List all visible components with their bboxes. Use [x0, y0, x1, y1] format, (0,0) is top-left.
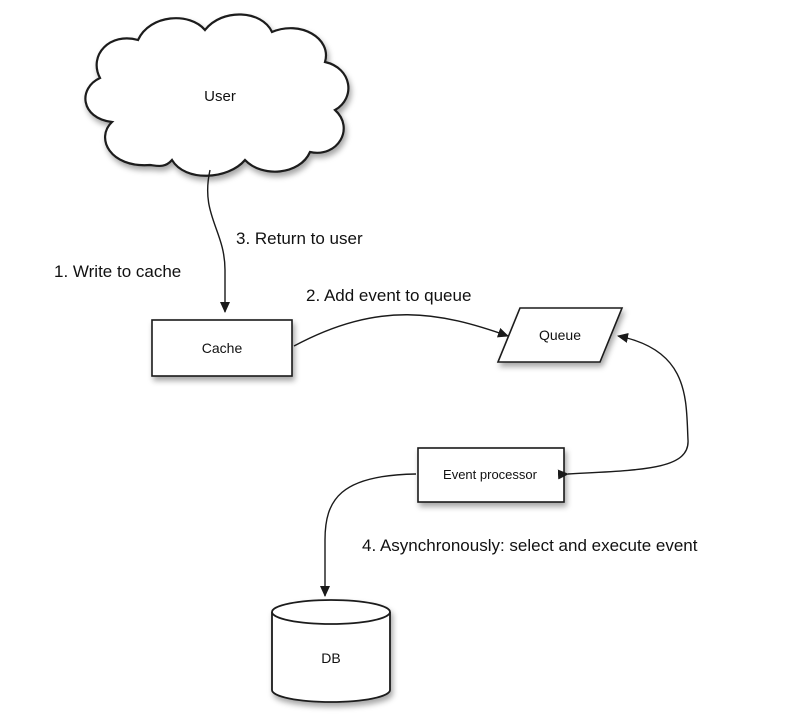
db-label: DB: [321, 650, 341, 666]
step-add-event-to-queue: 2. Add event to queue: [306, 286, 472, 305]
user-cloud-shape: [84, 13, 350, 177]
cache-label: Cache: [201, 340, 243, 356]
step-write-to-cache: 1. Write to cache: [54, 262, 182, 281]
db-cylinder-shape: [271, 599, 391, 703]
cache-box-shape: [151, 319, 293, 377]
user-label: User: [204, 88, 236, 105]
queue-label: Queue: [538, 327, 582, 343]
step-return-to-user: 3. Return to user: [236, 229, 363, 248]
arrow-cache-to-queue: [293, 314, 509, 347]
step-async-execute: 4. Asynchronously: select and execute ev…: [362, 536, 698, 555]
event-processor-box-shape: [417, 447, 565, 503]
arrow-event-processor-to-db: [320, 473, 417, 597]
event-processor-label: Event processor: [443, 467, 537, 482]
arrow-queue-event-processor: [557, 333, 689, 480]
arrow-user-to-cache: [206, 169, 230, 313]
